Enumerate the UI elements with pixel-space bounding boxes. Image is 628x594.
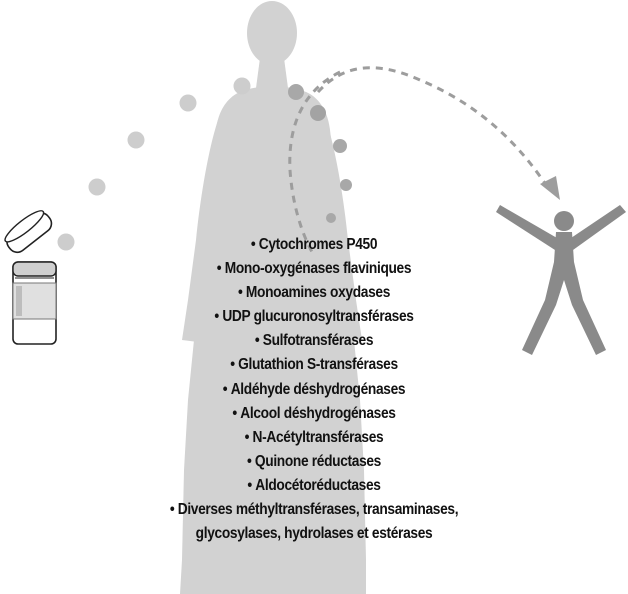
arrow-head-icon — [540, 176, 560, 200]
enzyme-list-item: •Sulfotransférases — [44, 329, 584, 353]
enzyme-label: Diverses méthyltransférases, transaminas… — [178, 501, 458, 518]
enzyme-list-item: •glycosylases, hydrolases et estérases — [44, 522, 584, 546]
enzyme-list-item: •Cytochromes P450 — [44, 233, 584, 257]
enzyme-list-item: •Aldéhyde déshydrogénases — [44, 378, 584, 402]
enzyme-label: glycosylases, hydrolases et estérases — [196, 525, 433, 542]
bullet-icon: • — [247, 477, 251, 494]
bullet-icon: • — [230, 356, 234, 373]
bullet-icon: • — [238, 284, 242, 301]
enzyme-list-item: •Mono-oxygénases flaviniques — [44, 257, 584, 281]
enzyme-label: Sulfotransférases — [263, 332, 373, 349]
enzyme-label: Aldéhyde déshydrogénases — [231, 381, 406, 398]
enzyme-label: N-Acétyltransférases — [253, 429, 384, 446]
bullet-icon: • — [232, 405, 236, 422]
bullet-icon: • — [245, 429, 249, 446]
bullet-icon: • — [251, 236, 255, 253]
enzyme-list-item: •Diverses méthyltransférases, transamina… — [44, 498, 584, 522]
bullet-icon: • — [255, 332, 259, 349]
enzyme-list-item: •N-Acétyltransférases — [44, 426, 584, 450]
enzyme-label: Cytochromes P450 — [259, 236, 377, 253]
bullet-icon: • — [170, 501, 174, 518]
enzyme-list-item: •Monoamines oxydases — [44, 281, 584, 305]
enzyme-list-item: •UDP glucuronosyltransférases — [44, 305, 584, 329]
bullet-icon: • — [214, 308, 218, 325]
enzyme-list-item: •Alcool déshydrogénases — [44, 402, 584, 426]
bullet-icon: • — [247, 453, 251, 470]
enzyme-label: Mono-oxygénases flaviniques — [225, 260, 411, 277]
enzyme-list-item: •Glutathion S-transférases — [44, 353, 584, 377]
enzyme-label: Quinone réductases — [255, 453, 381, 470]
enzyme-list-item: •Quinone réductases — [44, 450, 584, 474]
enzyme-list-item: •Aldocétoréductases — [44, 474, 584, 498]
bullet-icon: • — [217, 260, 221, 277]
bullet-icon: • — [223, 381, 227, 398]
enzyme-label: Monoamines oxydases — [246, 284, 390, 301]
enzyme-label: Glutathion S-transférases — [238, 356, 398, 373]
enzyme-list: •Cytochromes P450•Mono-oxygénases flavin… — [0, 233, 628, 546]
elimination-path — [318, 68, 548, 188]
enzyme-label: Alcool déshydrogénases — [240, 405, 395, 422]
enzyme-label: Aldocétoréductases — [255, 477, 380, 494]
enzyme-label: UDP glucuronosyltransférases — [222, 308, 413, 325]
